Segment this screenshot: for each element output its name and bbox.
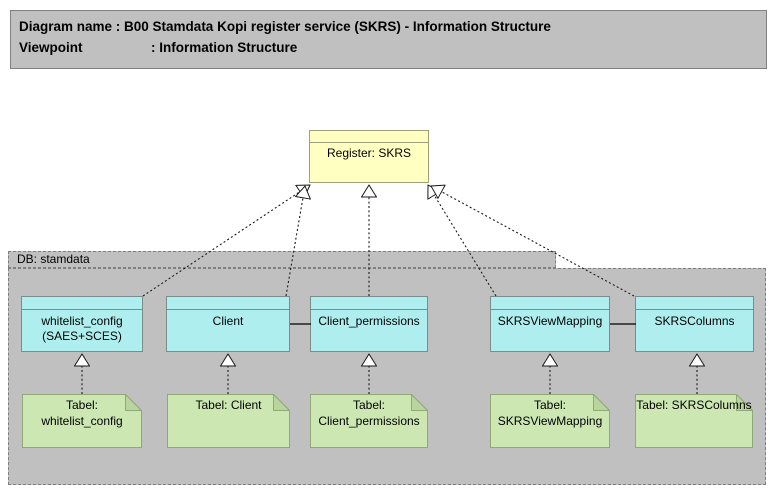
entity-skrsviewmapping[interactable]: SKRSViewMapping bbox=[490, 296, 610, 352]
note-fold-corner bbox=[411, 394, 428, 411]
note-tabel-client[interactable]: Tabel: Client bbox=[167, 394, 290, 448]
note-label-line: Tabel: SKRSColumns bbox=[636, 398, 752, 412]
entity-label-line: (SAES+SCES) bbox=[42, 329, 122, 343]
diagram-title-box: Diagram name : B00 Stamdata Kopi registe… bbox=[10, 10, 767, 69]
entity-label-line: SKRSViewMapping bbox=[497, 314, 603, 328]
note-label: Tabel: SKRSColumns bbox=[635, 394, 753, 413]
note-label: Tabel: whitelist_config bbox=[22, 394, 142, 429]
entity-whitelist-config[interactable]: whitelist_config (SAES+SCES) bbox=[21, 296, 143, 352]
note-tabel-skrscolumns[interactable]: Tabel: SKRSColumns bbox=[635, 394, 753, 448]
entity-label-line: Client bbox=[212, 314, 244, 328]
note-fold-corner bbox=[125, 394, 142, 411]
note-fold-corner bbox=[593, 394, 610, 411]
note-shape bbox=[490, 394, 610, 448]
entity-header-strip bbox=[636, 297, 753, 310]
entity-label-line: SKRSColumns bbox=[654, 314, 735, 328]
entity-label: SKRSColumns bbox=[636, 310, 753, 329]
note-label-line: Tabel: Client bbox=[195, 398, 262, 412]
viewpoint-line: Viewpoint : Information Structure bbox=[19, 37, 766, 58]
note-label-line: whitelist_config bbox=[41, 414, 123, 428]
entity-header-strip bbox=[311, 297, 427, 310]
entity-skrscolumns[interactable]: SKRSColumns bbox=[635, 296, 754, 352]
db-stamdata-group-tab[interactable]: DB: stamdata bbox=[8, 251, 556, 268]
entity-label-line: whitelist_config bbox=[41, 314, 123, 328]
entity-header-strip bbox=[22, 297, 142, 310]
note-shape bbox=[167, 394, 290, 448]
viewpoint-value: : Information Structure bbox=[151, 40, 298, 55]
note-label: Tabel: Client_permissions bbox=[310, 394, 428, 429]
entity-label: SKRSViewMapping bbox=[491, 310, 609, 329]
note-label-line: Tabel: bbox=[352, 398, 386, 412]
note-shape bbox=[310, 394, 428, 448]
entity-header-strip bbox=[167, 297, 289, 310]
note-fold-corner bbox=[273, 394, 290, 411]
entity-client[interactable]: Client bbox=[166, 296, 290, 352]
note-label: Tabel: Client bbox=[167, 394, 290, 413]
note-label: Tabel: SKRSViewMapping bbox=[490, 394, 610, 429]
note-fold-corner bbox=[736, 394, 753, 411]
register-header-strip bbox=[310, 131, 428, 143]
note-label-line: Tabel: bbox=[65, 398, 99, 412]
entity-client-permissions[interactable]: Client_permissions bbox=[310, 296, 428, 352]
note-tabel-skrsviewmapping[interactable]: Tabel: SKRSViewMapping bbox=[490, 394, 610, 448]
entity-label-line: Client_permissions bbox=[318, 314, 420, 328]
diagram-name-line: Diagram name : B00 Stamdata Kopi registe… bbox=[19, 19, 551, 34]
entity-label: Client_permissions bbox=[311, 310, 427, 329]
entity-label: Client bbox=[167, 310, 289, 329]
register-skrs-node[interactable]: Register: SKRS bbox=[309, 130, 429, 183]
note-label-line: Client_permissions bbox=[318, 414, 420, 428]
register-label: Register: SKRS bbox=[326, 146, 412, 160]
note-shape bbox=[635, 394, 753, 448]
note-label-line: Tabel: bbox=[533, 398, 567, 412]
note-tabel-client-permissions[interactable]: Tabel: Client_permissions bbox=[310, 394, 428, 448]
db-stamdata-label: DB: stamdata bbox=[17, 252, 90, 266]
note-shape bbox=[22, 394, 142, 448]
entity-label: whitelist_config (SAES+SCES) bbox=[22, 310, 142, 344]
note-label-line: SKRSViewMapping bbox=[497, 414, 603, 428]
entity-header-strip bbox=[491, 297, 609, 310]
note-tabel-whitelist-config[interactable]: Tabel: whitelist_config bbox=[22, 394, 142, 448]
viewpoint-label: Viewpoint bbox=[19, 40, 83, 55]
